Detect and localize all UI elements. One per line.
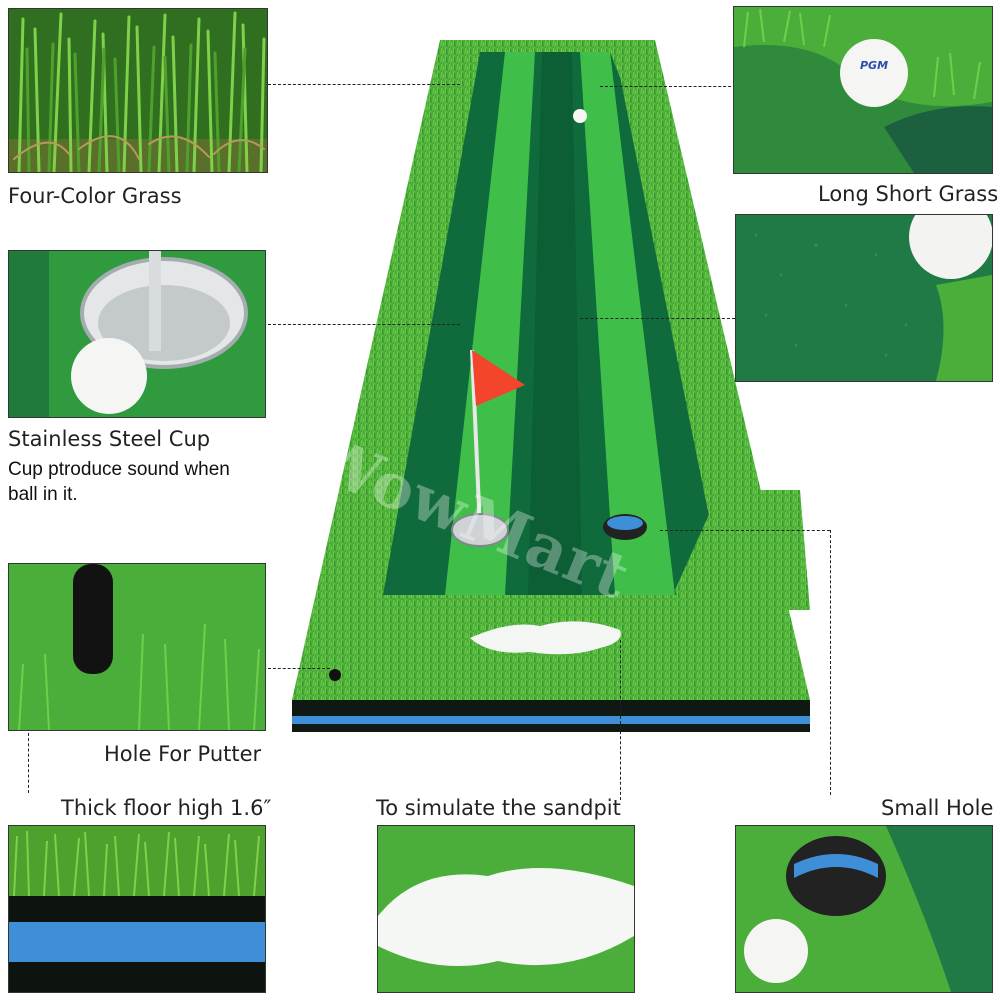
blue-foam-layer (9, 922, 265, 962)
putter-hole-photo (8, 563, 266, 731)
sand-trap (470, 621, 621, 655)
ball-brand-text: PGM (860, 59, 888, 72)
hole-for-putter-label: Hole For Putter (104, 742, 262, 766)
sandpit-photo (377, 825, 635, 993)
putting-mat-illustration (280, 30, 820, 750)
four-color-grass-label: Four-Color Grass (8, 184, 182, 208)
grass-texture-photo (735, 214, 993, 382)
golf-ball (573, 109, 587, 123)
leader-thick-floor (28, 733, 29, 793)
golf-ball-photo (840, 39, 908, 107)
thick-floor-photo (8, 825, 266, 993)
leader-long-short (600, 86, 736, 87)
sandpit-label: To simulate the sandpit (376, 796, 621, 820)
four-color-grass-photo (8, 8, 268, 173)
leader-four-color (268, 84, 460, 85)
golf-ball-small-hole (744, 919, 808, 983)
putter-hole (329, 669, 341, 681)
leader-small-hole-h (660, 530, 830, 531)
stainless-steel-cup-label: Stainless Steel Cup (8, 427, 211, 451)
putter-shaft (73, 564, 113, 674)
leader-small-hole-v (830, 530, 831, 795)
small-hole-cup (786, 836, 886, 916)
small-hole-photo (735, 825, 993, 993)
golf-ball-cup (71, 338, 147, 414)
cup-sound-note-line2: ball in it. (8, 484, 78, 505)
leader-cup (268, 324, 460, 325)
long-short-grass-label: Long Short Grass (818, 182, 999, 206)
flag-icon (472, 350, 525, 406)
steel-cup-photo (8, 250, 266, 418)
small-hole-label: Small Hole (881, 796, 994, 820)
leader-putter (268, 668, 330, 669)
long-short-grass-photo: PGM (733, 6, 993, 174)
thick-floor-label: Thick floor high 1.6″ (61, 796, 272, 820)
cup-sound-note-line1: Cup ptroduce sound when (8, 459, 230, 480)
leader-sandpit (620, 640, 621, 800)
steel-cup (451, 513, 509, 547)
leader-texture (580, 318, 735, 319)
